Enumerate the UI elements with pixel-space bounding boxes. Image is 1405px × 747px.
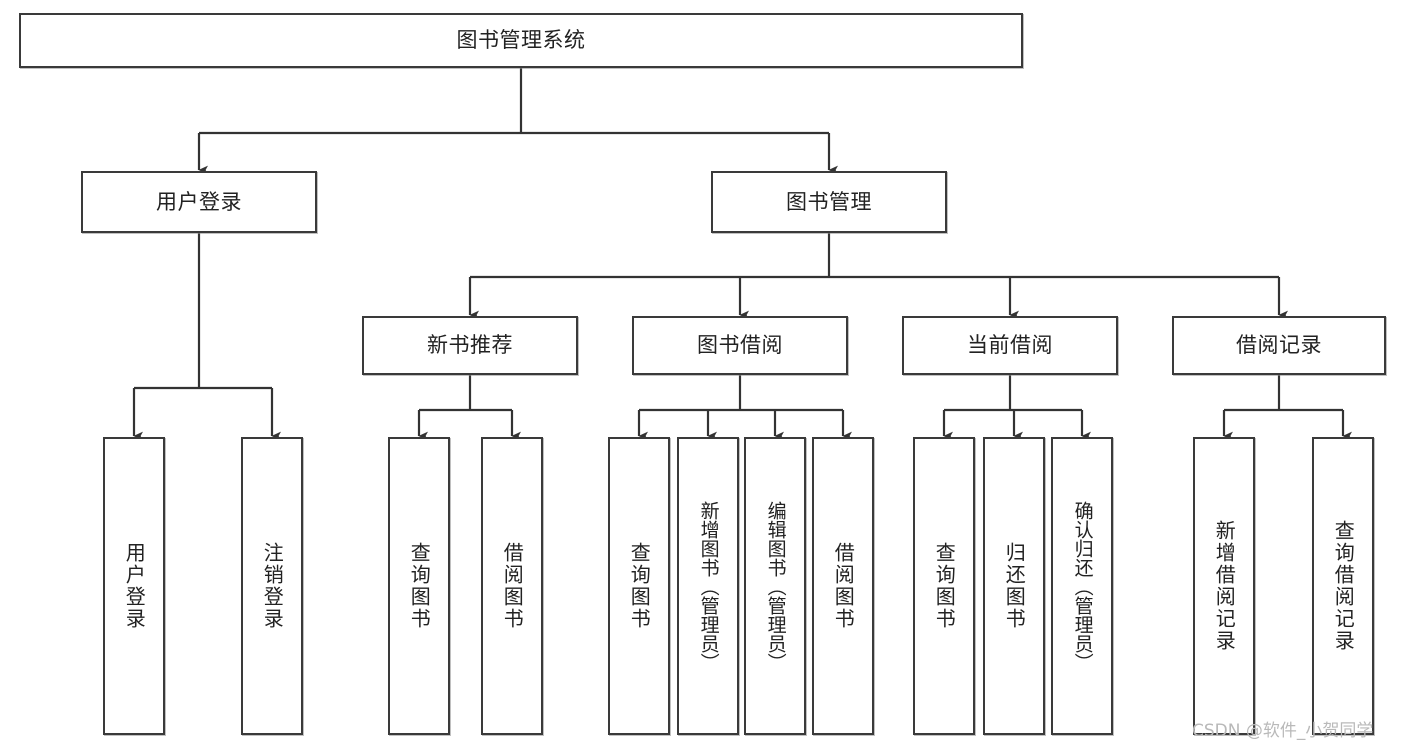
node-l3-new-book-rec[interactable]: 新书推荐 <box>362 316 578 375</box>
node-leaf-edit-book-admin[interactable]: 编辑图书（管理员） <box>744 437 806 735</box>
node-label: 确认归还（管理员） <box>1071 500 1094 672</box>
node-label: 借阅记录 <box>1236 333 1322 358</box>
node-label: 用户登录 <box>122 542 147 630</box>
csdn-watermark: CSDN @软件_小贺同学 <box>1192 721 1374 741</box>
node-l2-user-login[interactable]: 用户登录 <box>81 171 317 233</box>
node-l3-book-borrow[interactable]: 图书借阅 <box>632 316 848 375</box>
node-label: 注销登录 <box>260 542 285 630</box>
node-label: 借阅图书 <box>500 542 525 630</box>
node-root[interactable]: 图书管理系统 <box>19 13 1023 68</box>
node-leaf-borrow-book-2[interactable]: 借阅图书 <box>812 437 874 735</box>
node-leaf-borrow-book-1[interactable]: 借阅图书 <box>481 437 543 735</box>
node-leaf-query-book-3[interactable]: 查询图书 <box>913 437 975 735</box>
node-label: 借阅图书 <box>831 542 856 630</box>
node-label: 当前借阅 <box>967 333 1053 358</box>
node-leaf-add-borrow-record[interactable]: 新增借阅记录 <box>1193 437 1255 735</box>
node-leaf-return-book[interactable]: 归还图书 <box>983 437 1045 735</box>
node-label: 新增借阅记录 <box>1212 520 1237 652</box>
node-l3-borrow-record[interactable]: 借阅记录 <box>1172 316 1386 375</box>
node-label: 归还图书 <box>1002 542 1027 630</box>
node-leaf-query-book-2[interactable]: 查询图书 <box>608 437 670 735</box>
node-label: 图书管理 <box>786 189 872 214</box>
node-leaf-add-book-admin[interactable]: 新增图书（管理员） <box>677 437 739 735</box>
node-l3-current-borrow[interactable]: 当前借阅 <box>902 316 1118 375</box>
node-leaf-logout[interactable]: 注销登录 <box>241 437 303 735</box>
node-leaf-query-borrow-record[interactable]: 查询借阅记录 <box>1312 437 1374 735</box>
node-label: 用户登录 <box>156 189 242 214</box>
node-leaf-user-login[interactable]: 用户登录 <box>103 437 165 735</box>
node-label: 查询图书 <box>932 542 957 630</box>
node-label: 新书推荐 <box>427 333 513 358</box>
node-label: 查询借阅记录 <box>1331 520 1356 652</box>
node-l2-book-manage[interactable]: 图书管理 <box>711 171 947 233</box>
node-leaf-confirm-return-admin[interactable]: 确认归还（管理员） <box>1051 437 1113 735</box>
node-label: 新增图书（管理员） <box>697 500 720 672</box>
node-label: 图书管理系统 <box>456 28 586 53</box>
node-label: 查询图书 <box>407 542 432 630</box>
node-label: 查询图书 <box>627 542 652 630</box>
node-label: 图书借阅 <box>697 333 783 358</box>
node-leaf-query-book-1[interactable]: 查询图书 <box>388 437 450 735</box>
node-label: 编辑图书（管理员） <box>764 500 787 672</box>
